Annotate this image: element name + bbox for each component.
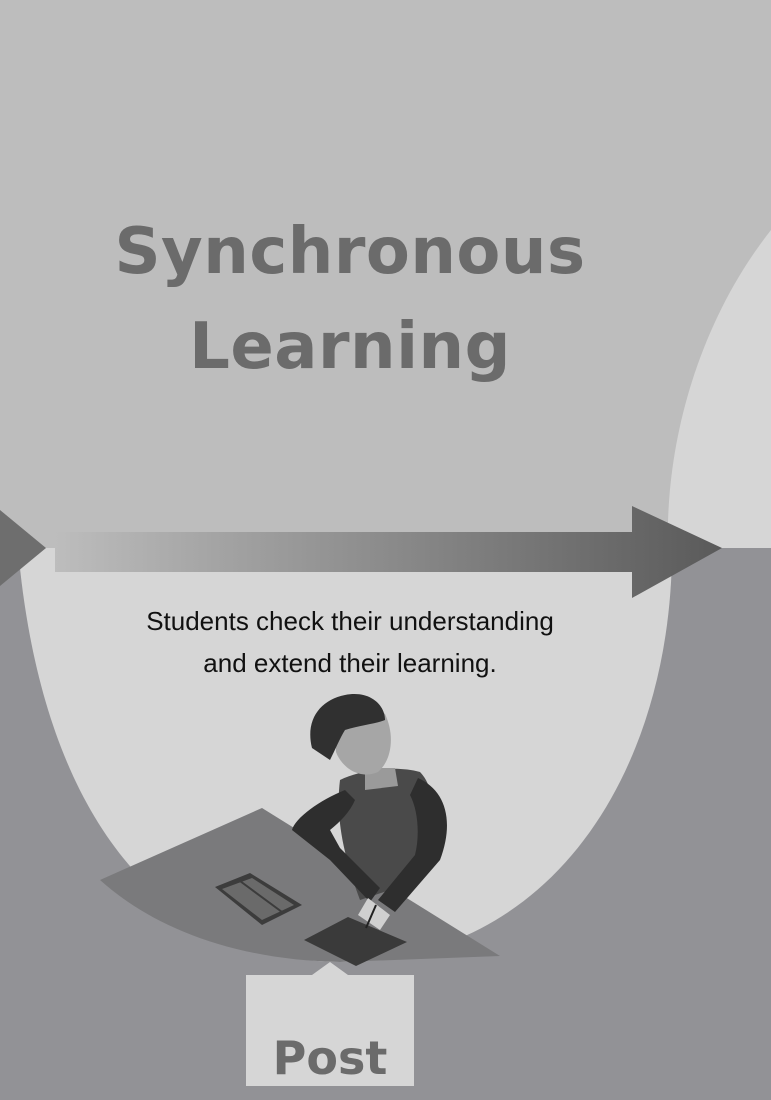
description-line-1: Students check their understanding [146, 606, 554, 636]
title-line-2: Learning [189, 310, 511, 384]
main-arrow [55, 506, 722, 598]
desk [100, 808, 500, 962]
label-box [246, 962, 414, 1086]
paper [304, 917, 407, 966]
hand [358, 898, 390, 930]
title-line-1: Synchronous [114, 215, 586, 289]
stage-label: Post [272, 1031, 388, 1085]
left-arrow-tip [0, 510, 46, 586]
description-line-2: and extend their learning. [203, 648, 497, 678]
top-background [0, 0, 771, 560]
right-bulge [667, 230, 771, 548]
left-arm [292, 790, 380, 902]
right-arm [378, 778, 447, 912]
student-illustration [100, 694, 500, 966]
